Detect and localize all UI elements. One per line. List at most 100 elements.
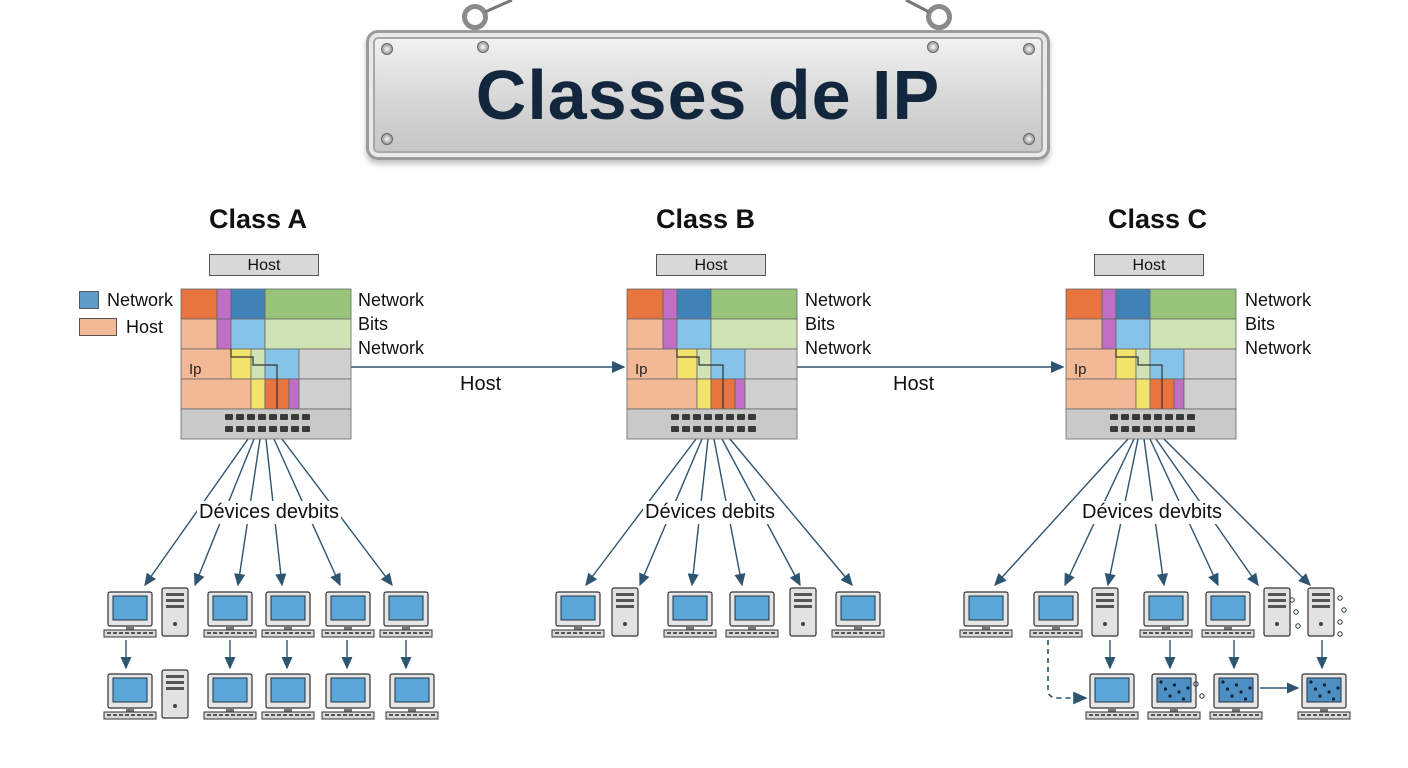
grid-cell (1173, 378, 1185, 410)
grid-cell (710, 318, 798, 350)
port-icon (1176, 426, 1184, 432)
grid-cell (1115, 318, 1151, 350)
computer-icon (321, 673, 375, 720)
computer-icon (203, 673, 257, 720)
grid-cell (180, 288, 218, 320)
screw-icon (927, 41, 939, 53)
grid-stair-line (676, 349, 724, 409)
class-grid: Ip (1065, 288, 1237, 440)
server-tower-icon (611, 587, 639, 637)
grid-cell (1183, 378, 1237, 410)
class-b-title: Class B (656, 204, 756, 234)
class-b-host-box: Host (656, 254, 766, 276)
computer-icon (1147, 673, 1201, 720)
port-icon (726, 414, 734, 420)
grid-cell (1065, 378, 1137, 410)
port-icon (737, 414, 745, 420)
port-strip (1065, 408, 1237, 440)
bit-dot-icon (1337, 595, 1343, 601)
bit-dot-icon (1293, 609, 1299, 615)
port-icon (302, 414, 310, 420)
port-icon (693, 414, 701, 420)
computer-icon (1139, 591, 1193, 638)
grid-cell (1101, 318, 1117, 350)
port-icon (1154, 426, 1162, 432)
grid-cell (1135, 378, 1151, 410)
screw-icon (1023, 133, 1035, 145)
grid-cell (250, 378, 266, 410)
grid-cell (1183, 348, 1237, 380)
connector-a-b-label: Host (460, 373, 502, 395)
computer-icon (385, 673, 439, 720)
port-icon (269, 414, 277, 420)
port-strip (626, 408, 798, 440)
connector-b-c-label: Host (893, 373, 935, 395)
computer-icon (1029, 591, 1083, 638)
port-icon (1132, 414, 1140, 420)
grid-stair-line (230, 349, 278, 409)
port-icon (1187, 414, 1195, 420)
class-c-host-box: Host (1094, 254, 1204, 276)
fan-arrow (585, 438, 697, 587)
class-a-devices-label: Dévices devbits (197, 501, 342, 524)
port-icon (258, 426, 266, 432)
port-icon (704, 426, 712, 432)
grid-cell (626, 288, 664, 320)
server-tower-icon (161, 587, 189, 637)
grid-cell (744, 378, 798, 410)
port-icon (269, 426, 277, 432)
grid-cell (676, 288, 712, 320)
class-b-devices-label: Dévices debits (643, 501, 778, 524)
class-c-side-label: Network (1245, 338, 1312, 358)
port-icon (715, 426, 723, 432)
grid-cell (230, 348, 252, 380)
port-icon (247, 414, 255, 420)
port-icon (748, 414, 756, 420)
port-icon (258, 414, 266, 420)
grid-cell (1149, 318, 1237, 350)
grid-cell (722, 378, 736, 410)
port-icon (1110, 414, 1118, 420)
grid-cell (1065, 318, 1103, 350)
port-icon (671, 414, 679, 420)
page-title: Classes de IP (475, 56, 941, 134)
grid-cell (734, 378, 746, 410)
class-a-host-box: Host (209, 254, 319, 276)
computer-icon (261, 673, 315, 720)
screw-icon (1023, 43, 1035, 55)
class-a-side-label: Network (358, 290, 425, 310)
bit-dot-icon (1337, 619, 1343, 625)
legend-swatch-host (79, 318, 117, 336)
computer-icon (103, 673, 157, 720)
port-icon (671, 426, 679, 432)
port-icon (236, 414, 244, 420)
bit-dot-icon (1199, 693, 1205, 699)
computer-icon (959, 591, 1013, 638)
class-c-title: Class C (1108, 204, 1208, 234)
title-sign: Classes de IP (366, 30, 1050, 160)
legend-swatch-network (79, 291, 99, 309)
grid-cell (696, 378, 712, 410)
server-tower-icon (161, 669, 189, 719)
grid-cell (626, 378, 698, 410)
grid-cell (1115, 288, 1151, 320)
port-icon (748, 426, 756, 432)
computer-icon (551, 591, 605, 638)
grid-ip-label: Ip (635, 361, 648, 378)
grid-cell (626, 348, 678, 380)
class-a-side-label: Bits (358, 314, 389, 334)
grid-cell (676, 348, 698, 380)
computer-icon (663, 591, 717, 638)
computer-icon (1201, 591, 1255, 638)
fan-arrow (994, 438, 1129, 587)
class-grid: Ip (180, 288, 352, 440)
bit-dot-icon (1337, 631, 1343, 637)
grid-ip-label: Ip (1074, 361, 1087, 378)
screw-icon (381, 43, 393, 55)
grid-cell (298, 378, 352, 410)
sign-wires (484, 0, 930, 14)
port-icon (302, 426, 310, 432)
port-icon (693, 426, 701, 432)
class-b-side-label: Network (805, 338, 872, 358)
port-icon (225, 414, 233, 420)
